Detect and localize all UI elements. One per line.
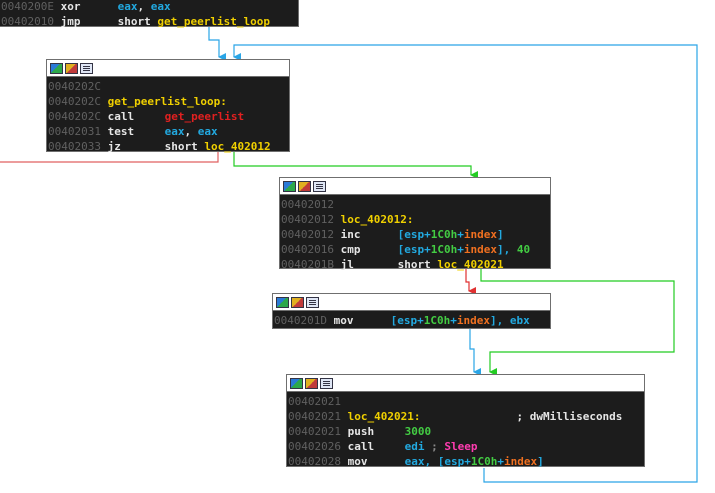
block-header xyxy=(273,294,550,311)
block-loc-402012[interactable]: 00402012 00402012 loc_402012: 00402012 i… xyxy=(279,177,551,271)
block-header xyxy=(287,375,644,392)
asm-label-line: 0040202C get_peerlist_loop: xyxy=(48,95,227,108)
pencil-icon[interactable] xyxy=(291,296,304,308)
text-icon[interactable] xyxy=(306,296,319,308)
asm-line: 00402021 xyxy=(288,395,341,408)
block-header xyxy=(280,178,550,195)
asm-line: 0040201D mov[esp+1C0h+index], ebx xyxy=(274,314,530,327)
block-get-peerlist-loop[interactable]: 0040202C 0040202C get_peerlist_loop: 004… xyxy=(46,59,290,153)
asm-line: 0040202C xyxy=(48,80,101,93)
edge-jl-false xyxy=(465,268,476,295)
pencil-icon[interactable] xyxy=(305,377,318,389)
edge-mov-to-402021 xyxy=(469,329,481,376)
text-icon[interactable] xyxy=(320,377,333,389)
pencil-icon[interactable] xyxy=(65,62,78,74)
edge-jl-true xyxy=(480,268,675,376)
graph-icon[interactable] xyxy=(276,296,289,308)
graph-icon[interactable] xyxy=(50,62,63,74)
block-40201d[interactable]: 0040201D mov[esp+1C0h+index], ebx xyxy=(272,293,551,329)
edge-jz-false xyxy=(0,151,219,163)
pencil-icon[interactable] xyxy=(298,180,311,192)
asm-label-line: 00402012 loc_402012: xyxy=(281,213,414,226)
graph-icon[interactable] xyxy=(283,180,296,192)
asm-line: 00402012 xyxy=(281,198,334,211)
block-header xyxy=(47,60,289,77)
text-icon[interactable] xyxy=(313,180,326,192)
asm-comment: ; dwMilliseconds xyxy=(516,410,623,423)
block-loc-402021[interactable]: 00402021 00402021 loc_402021:; dwMillise… xyxy=(286,374,645,468)
asm-label-line: 00402021 loc_402021:; dwMilliseconds xyxy=(288,410,623,423)
edge-jz-true xyxy=(233,151,478,179)
edge-loop-back xyxy=(233,44,698,483)
asm-line: 00402012 inc[esp+1C0h+index] xyxy=(281,228,504,241)
asm-line: 00402016 cmp[esp+1C0h+index], 40 xyxy=(281,243,531,256)
text-icon[interactable] xyxy=(80,62,93,74)
graph-icon[interactable] xyxy=(290,377,303,389)
edge-jmp-to-loop xyxy=(208,26,226,61)
